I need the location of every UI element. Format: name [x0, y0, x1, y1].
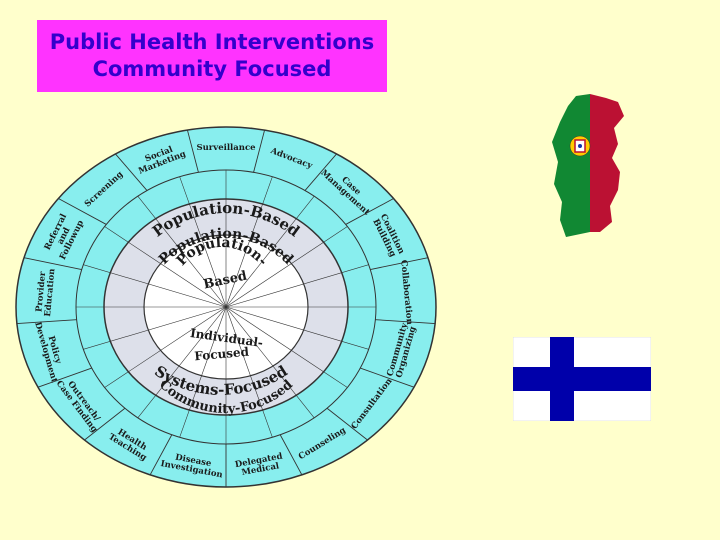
- inner-spoke: [225, 226, 348, 308]
- intervention-wheel: AdvocacyCaseManagementCoalitionBuildingC…: [15, 126, 437, 488]
- intervention-label: Surveillance: [196, 143, 256, 153]
- outer-spoke: [149, 434, 173, 476]
- spokes: [16, 129, 436, 487]
- inner-bottom-label-2: Focused: [194, 345, 250, 364]
- inner-spoke: [137, 306, 227, 419]
- outer-spoke: [115, 153, 148, 191]
- outer-spoke: [279, 434, 303, 476]
- outer-spoke: [304, 153, 337, 191]
- inner-spoke: [137, 195, 227, 308]
- inner-spoke: [225, 306, 348, 388]
- outer-spoke: [58, 198, 107, 225]
- inner-spoke: [104, 226, 227, 308]
- inner-spoke: [104, 306, 227, 388]
- intervention-segment: Surveillance: [196, 143, 256, 153]
- inner-spoke: [179, 176, 227, 308]
- outer-spoke: [326, 407, 368, 441]
- outer-spoke: [16, 319, 77, 325]
- inner-spoke: [83, 264, 227, 308]
- inner-spoke: [83, 306, 227, 350]
- outer-spoke: [186, 129, 199, 173]
- inner-spoke: [225, 306, 315, 419]
- inner-spoke: [225, 306, 273, 438]
- inner-spoke: [225, 306, 369, 350]
- outer-spoke: [345, 198, 394, 225]
- outer-spoke: [375, 319, 436, 325]
- portugal-flag-map: [552, 94, 624, 237]
- finland-flag: [513, 337, 651, 421]
- outer-spoke: [370, 257, 429, 270]
- finland-cross-horizontal: [513, 367, 651, 391]
- inner-spoke: [225, 264, 369, 308]
- title-line-2: Community Focused: [92, 57, 332, 81]
- inner-spoke: [179, 306, 227, 438]
- intervention-label: Education: [43, 268, 57, 317]
- outer-spoke: [84, 407, 126, 441]
- outer-spoke: [253, 129, 266, 173]
- outer-spoke: [37, 367, 92, 388]
- portugal-shield-dot: [578, 144, 582, 148]
- intervention-label: Provider: [34, 271, 48, 313]
- outer-spoke: [23, 257, 82, 270]
- portugal-green-part: [552, 94, 590, 237]
- outer-spoke: [360, 367, 415, 388]
- inner-spoke: [225, 195, 315, 308]
- portugal-red-part: [590, 94, 624, 232]
- inner-spoke: [225, 176, 273, 308]
- title-box: Public Health Interventions Community Fo…: [37, 20, 387, 92]
- title-line-1: Public Health Interventions: [49, 30, 375, 54]
